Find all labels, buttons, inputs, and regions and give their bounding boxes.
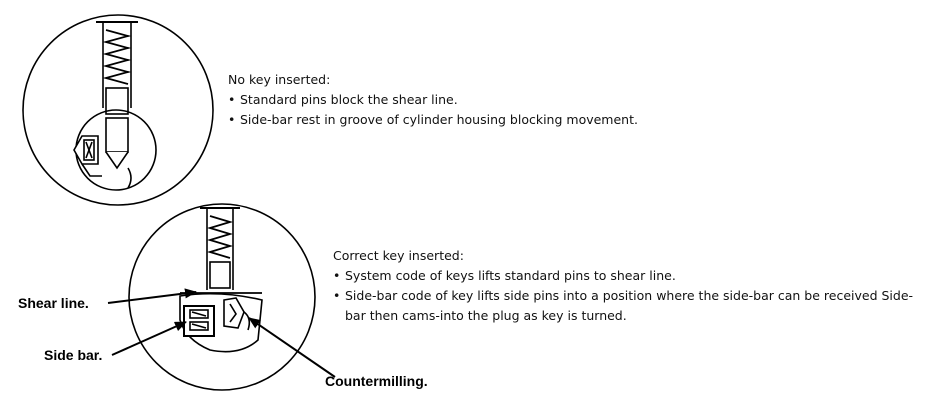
side-bar-arrow — [111, 321, 187, 356]
callout-arrows — [107, 288, 336, 378]
bullet-item: Standard pins block the shear line. — [228, 90, 688, 110]
no-key-description: No key inserted: Standard pins block the… — [228, 70, 688, 130]
correct-key-description: Correct key inserted: System code of key… — [333, 246, 918, 326]
correct-key-cylinder-diagram — [128, 203, 316, 391]
bullet-item: System code of keys lifts standard pins … — [333, 266, 918, 286]
correct-key-title: Correct key inserted: — [333, 248, 464, 263]
countermilling-arrow — [248, 317, 336, 378]
shear-line-arrow — [107, 288, 197, 304]
bullet-item: Side-bar rest in groove of cylinder hous… — [228, 110, 688, 130]
no-key-cylinder-diagram — [22, 14, 214, 206]
countermilling-label: Countermilling. — [325, 373, 428, 389]
bullet-item: Side-bar code of key lifts side pins int… — [333, 286, 918, 326]
correct-key-bullets: System code of keys lifts standard pins … — [333, 266, 918, 326]
side-bar-label: Side bar. — [44, 347, 103, 363]
no-key-bullets: Standard pins block the shear line. Side… — [228, 90, 688, 130]
no-key-title: No key inserted: — [228, 72, 331, 87]
shear-line-label: Shear line. — [18, 295, 89, 311]
